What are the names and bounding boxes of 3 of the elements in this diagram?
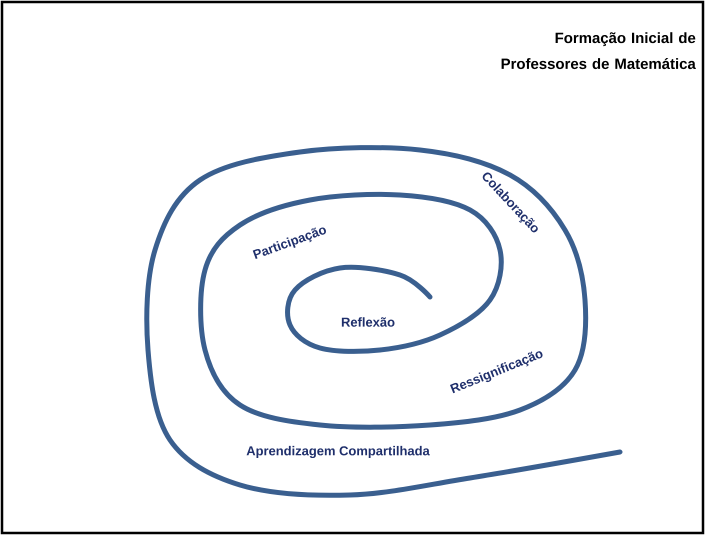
spiral-label: Aprendizagem Compartilhada xyxy=(246,446,430,458)
title: Formação Inicial de Professores de Matemática xyxy=(502,32,696,70)
spiral-label: Reflexão xyxy=(342,317,394,327)
